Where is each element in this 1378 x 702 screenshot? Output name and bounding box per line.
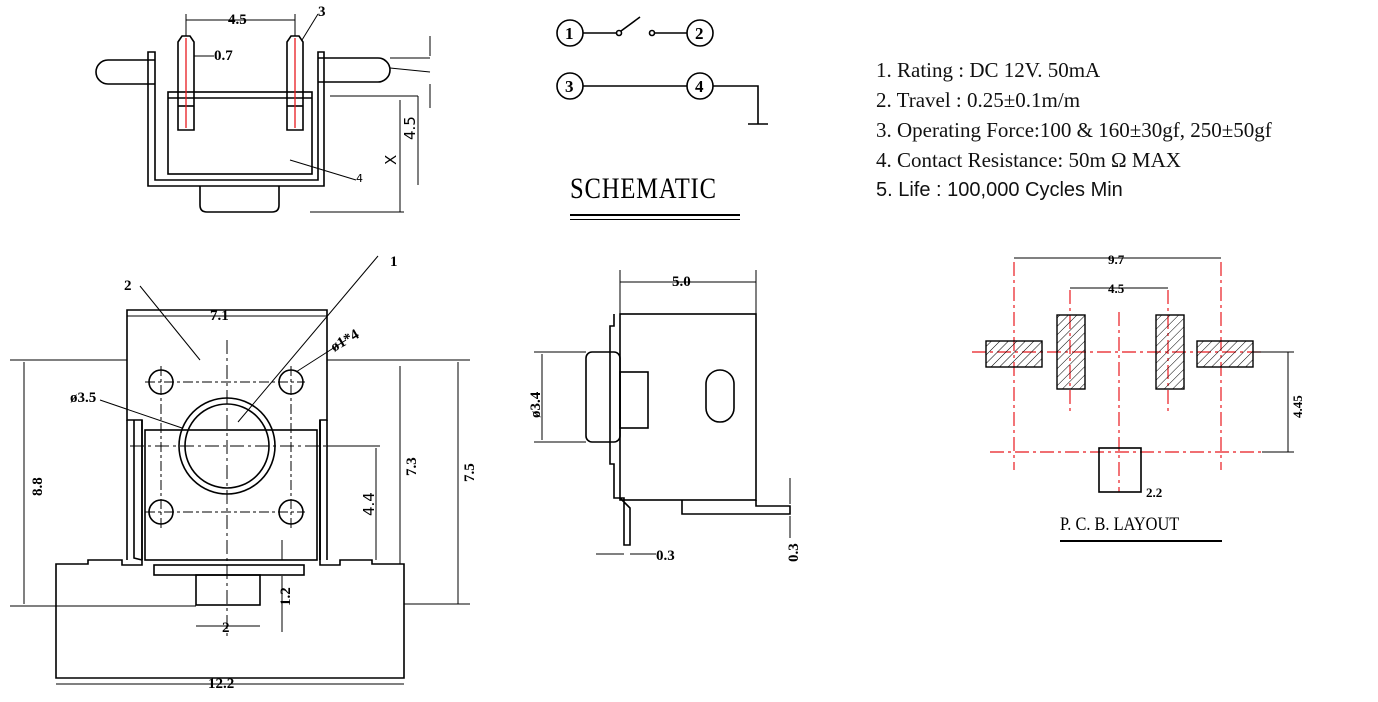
side-actuator: ø3.4 — [528, 391, 544, 418]
pcb-height: 4.45 — [1290, 395, 1305, 418]
front-h12: 1.2 — [278, 587, 294, 606]
pcb-pitch: 4.5 — [1108, 281, 1125, 296]
spec-contact-resistance: 4. Contact Resistance: 50m Ω MAX — [876, 148, 1181, 172]
front-callout-1: 1 — [390, 254, 398, 270]
spec-life: 5. Life : 100,000 Cycles Min — [876, 179, 1123, 201]
pcb-width: 9.7 — [1108, 252, 1125, 267]
front-callout-2: 2 — [124, 278, 132, 294]
front-overall-height: 8.8 — [30, 477, 46, 496]
terminal-2: 2 — [695, 24, 704, 43]
pcb-layout-title: P. C. B. LAYOUT — [1060, 514, 1180, 535]
terminal-1: 1 — [565, 24, 574, 43]
spec-operating-force: 3. Operating Force:100 & 160±30gf, 250±5… — [876, 118, 1272, 142]
front-overall-width: 12.2 — [208, 676, 234, 692]
spec-travel: 2. Travel : 0.25±0.1m/m — [876, 88, 1081, 112]
top-pitch-label: 4.5 — [228, 12, 247, 28]
side-thickness-1: 0.3 — [656, 548, 675, 564]
front-body-width: 7.1 — [210, 308, 229, 324]
top-callout-3: 3 — [318, 4, 326, 20]
top-height-label: 4.5 — [401, 116, 419, 140]
front-h75: 7.5 — [462, 463, 478, 482]
pcb-underline — [1060, 540, 1222, 542]
pcb-layout-diagram: 9.7 4.5 4.45 2.2 — [972, 252, 1305, 500]
side-view: 5.0 ø3.4 0.3 0.3 — [528, 270, 802, 564]
schematic-underline — [570, 214, 740, 216]
terminal-4: 4 — [695, 77, 704, 96]
pcb-pad: 2.2 — [1146, 485, 1162, 500]
side-thickness-2: 0.3 — [786, 543, 802, 562]
spec-rating: 1. Rating : DC 12V. 50mA — [876, 58, 1101, 82]
top-view: 4.5 0.7 3 4.5 X 4 — [95, 4, 431, 213]
front-hole-label: ø1*4 — [328, 326, 362, 355]
front-tab-width: 2 — [222, 620, 230, 636]
schematic-diagram: 1 2 3 4 — [556, 16, 768, 125]
top-callout-4: 4 — [356, 172, 363, 185]
schematic-title: SCHEMATIC — [570, 172, 717, 205]
terminal-3: 3 — [565, 77, 574, 96]
front-view: 7.1 2 1 ø1*4 ø3.5 8.8 7.5 7.3 4.4 1.2 2 … — [10, 254, 478, 692]
front-h44: 4.4 — [360, 492, 378, 516]
front-h73: 7.3 — [404, 457, 420, 476]
front-actuator-label: ø3.5 — [70, 390, 96, 406]
schematic-underline-2 — [570, 219, 740, 220]
top-pin-label: 0.7 — [214, 48, 233, 64]
top-x-label: X — [382, 155, 400, 165]
side-depth: 5.0 — [672, 274, 691, 290]
